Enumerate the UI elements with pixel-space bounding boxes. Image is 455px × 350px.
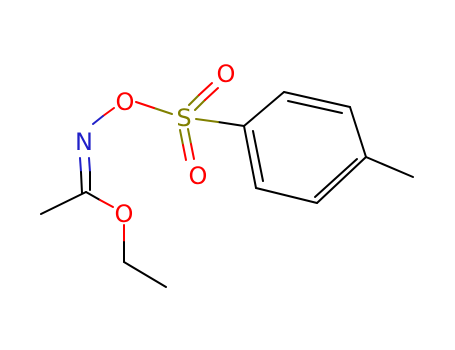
imine-bond-1c	[80, 171, 83, 194]
ring-bond-5	[255, 187, 318, 204]
atom-s: S	[176, 104, 191, 132]
ring-bond-3	[349, 106, 367, 158]
sulfonyl-bottom-bond-2o	[190, 143, 195, 160]
sulfonyl-bottom-bond-1o	[182, 144, 187, 161]
sulfonyl-bottom-bond-1s	[179, 129, 184, 146]
ring-bond-6	[243, 125, 257, 189]
sulfonyl-top-bond-2s	[194, 99, 206, 111]
ring-sulfur-bond-c	[217, 121, 245, 127]
sulfonyl-top-bond-1s	[188, 94, 200, 106]
imine-bond-2n	[88, 157, 91, 173]
oxygen-nitrogen-bond-o	[102, 107, 115, 117]
sulfur-oxygen-bond-s	[153, 107, 173, 115]
acetyl-methyl-bond	[40, 191, 87, 215]
atom-n: N	[75, 128, 93, 156]
atom-o-sulfonyl-top: O	[217, 60, 236, 88]
carbon-ether-oxygen-bond-o	[99, 199, 114, 208]
ring-bond-4-inner	[314, 158, 358, 198]
sulfonyl-top-bond-2o	[204, 87, 219, 101]
ring-bond-2	[283, 91, 351, 108]
oxygen-nitrogen-bond-n	[92, 115, 104, 125]
ring-sulfur-bond-s	[195, 118, 219, 123]
imine-bond-1n	[79, 157, 82, 173]
ring-bond-4	[316, 156, 367, 204]
sulfonyl-bottom-bond-2s	[187, 128, 192, 145]
ethyl-bond	[123, 261, 167, 288]
atom-o-sulfonyl-bottom: O	[189, 162, 208, 190]
atom-o-ester: O	[116, 88, 135, 116]
atom-o-ether: O	[115, 200, 134, 228]
ring-bond-2-inner	[287, 100, 343, 114]
sulfonyl-top-bond-1o	[198, 82, 213, 96]
carbon-ether-oxygen-bond-c	[85, 191, 101, 201]
sulfur-oxygen-bond-o	[135, 101, 155, 109]
ring-bond-6-inner	[252, 130, 264, 182]
ring-bond-1	[243, 91, 285, 127]
para-methyl-bond	[365, 156, 414, 178]
benzene-ring	[243, 91, 367, 204]
